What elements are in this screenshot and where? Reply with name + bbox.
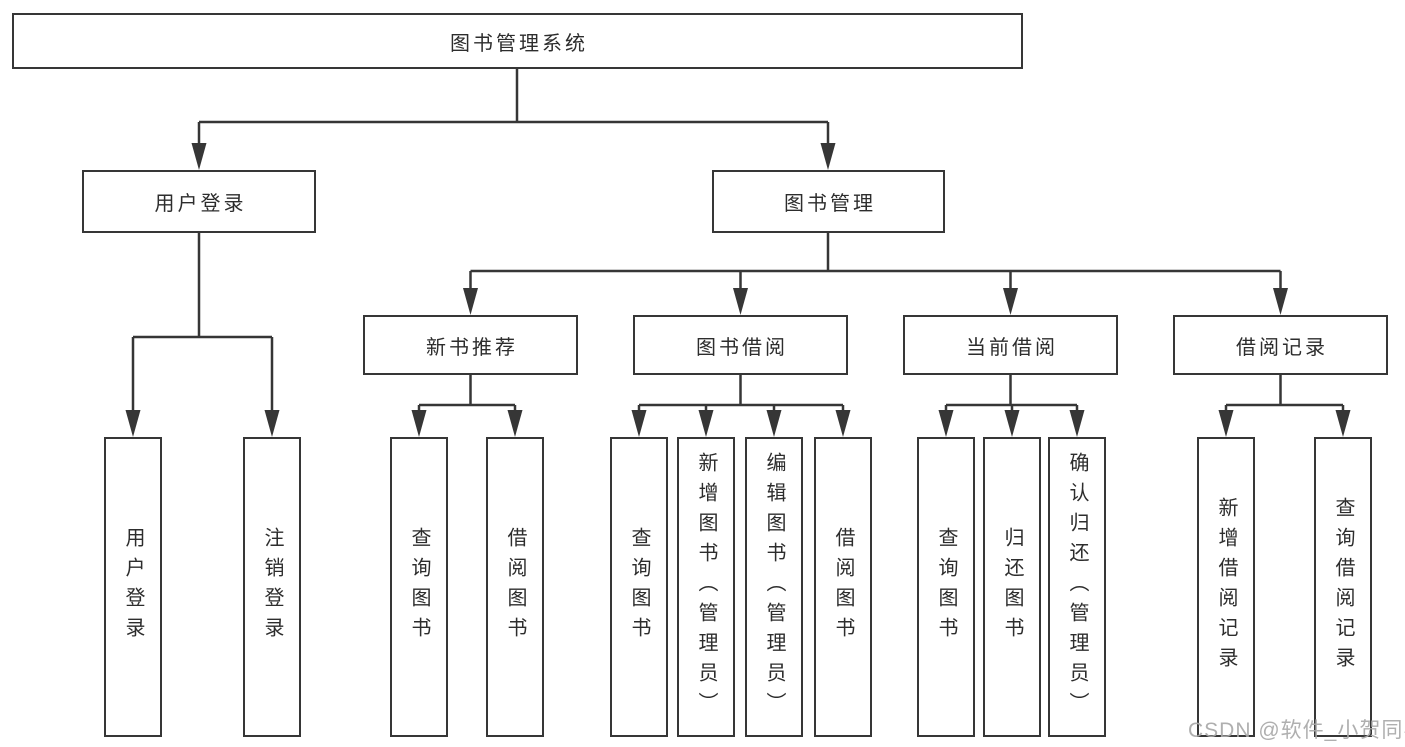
arrow-down-icon — [463, 288, 478, 315]
node-label: 图书借阅 — [696, 336, 788, 359]
arrow-down-icon — [698, 410, 714, 437]
leaf-label: 用户登录 — [122, 527, 144, 647]
leaf-borrow-books: 借阅图书 — [486, 437, 544, 737]
arrow-down-icon — [1273, 288, 1288, 315]
leaf-query-borrow-record: 查询借阅记录 — [1314, 437, 1372, 737]
arrow-down-icon — [820, 143, 836, 170]
csdn-watermark: CSDN @软件_小贺同学 — [1188, 719, 1405, 742]
leaf-label: 查询借阅记录 — [1332, 497, 1354, 677]
arrow-down-icon — [411, 410, 427, 437]
arrow-down-icon — [264, 410, 280, 437]
leaf-query-books: 查询图书 — [390, 437, 448, 737]
leaf-query-books: 查询图书 — [917, 437, 975, 737]
leaf-user-login: 用户登录 — [104, 437, 162, 737]
leaf-edit-books-admin: 编辑图书（管理员） — [745, 437, 803, 737]
leaf-label: 查询图书 — [408, 527, 430, 647]
node-book-management: 图书管理 — [712, 170, 945, 233]
arrow-down-icon — [766, 410, 782, 437]
leaf-label: 新增借阅记录 — [1215, 497, 1237, 677]
arrow-down-icon — [938, 410, 954, 437]
leaf-label: 借阅图书 — [832, 527, 854, 647]
leaf-query-books: 查询图书 — [610, 437, 668, 737]
connector-bookmgmt-to-level3 — [469, 233, 1282, 292]
leaf-label: 确认归还（管理员） — [1066, 452, 1088, 722]
leaf-label: 查询图书 — [935, 527, 957, 647]
node-new-book-recommend: 新书推荐 — [363, 315, 578, 375]
arrow-down-icon — [1335, 410, 1351, 437]
node-label: 借阅记录 — [1236, 336, 1328, 359]
arrow-down-icon — [125, 410, 141, 437]
arrow-down-icon — [1218, 410, 1234, 437]
connector-level3-to-leaves — [417, 375, 1345, 414]
leaf-add-borrow-record: 新增借阅记录 — [1197, 437, 1255, 737]
connector-userlogin-to-leaves — [131, 233, 274, 414]
arrow-down-icon — [631, 410, 647, 437]
arrow-down-icon — [1004, 410, 1020, 437]
leaf-label: 新增图书（管理员） — [695, 452, 717, 722]
arrow-down-icon — [1003, 288, 1018, 315]
node-borrow-records: 借阅记录 — [1173, 315, 1388, 375]
connector-root-to-level2 — [197, 69, 830, 146]
arrow-down-icon — [733, 288, 748, 315]
node-label: 图书管理 — [784, 193, 876, 215]
leaf-label: 查询图书 — [628, 527, 650, 647]
leaf-label: 编辑图书（管理员） — [763, 452, 785, 722]
arrow-down-icon — [835, 410, 851, 437]
leaf-label: 借阅图书 — [504, 527, 526, 647]
leaf-borrow-books: 借阅图书 — [814, 437, 872, 737]
node-book-borrow: 图书借阅 — [633, 315, 848, 375]
leaf-add-books-admin: 新增图书（管理员） — [677, 437, 735, 737]
node-label: 用户登录 — [154, 193, 247, 215]
arrow-down-icon — [191, 143, 207, 170]
node-current-borrow: 当前借阅 — [903, 315, 1118, 375]
leaf-confirm-return-admin: 确认归还（管理员） — [1048, 437, 1106, 737]
leaf-logout: 注销登录 — [243, 437, 301, 737]
arrowheads — [125, 143, 1351, 437]
node-user-login: 用户登录 — [82, 170, 316, 233]
node-label: 当前借阅 — [966, 336, 1058, 359]
arrow-down-icon — [1069, 410, 1085, 437]
leaf-label: 归还图书 — [1001, 527, 1023, 647]
node-label: 图书管理系统 — [450, 32, 588, 55]
node-root-system: 图书管理系统 — [12, 13, 1023, 69]
leaf-return-books: 归还图书 — [983, 437, 1041, 737]
arrow-down-icon — [507, 410, 523, 437]
leaf-label: 注销登录 — [261, 527, 283, 647]
node-label: 新书推荐 — [426, 336, 518, 359]
